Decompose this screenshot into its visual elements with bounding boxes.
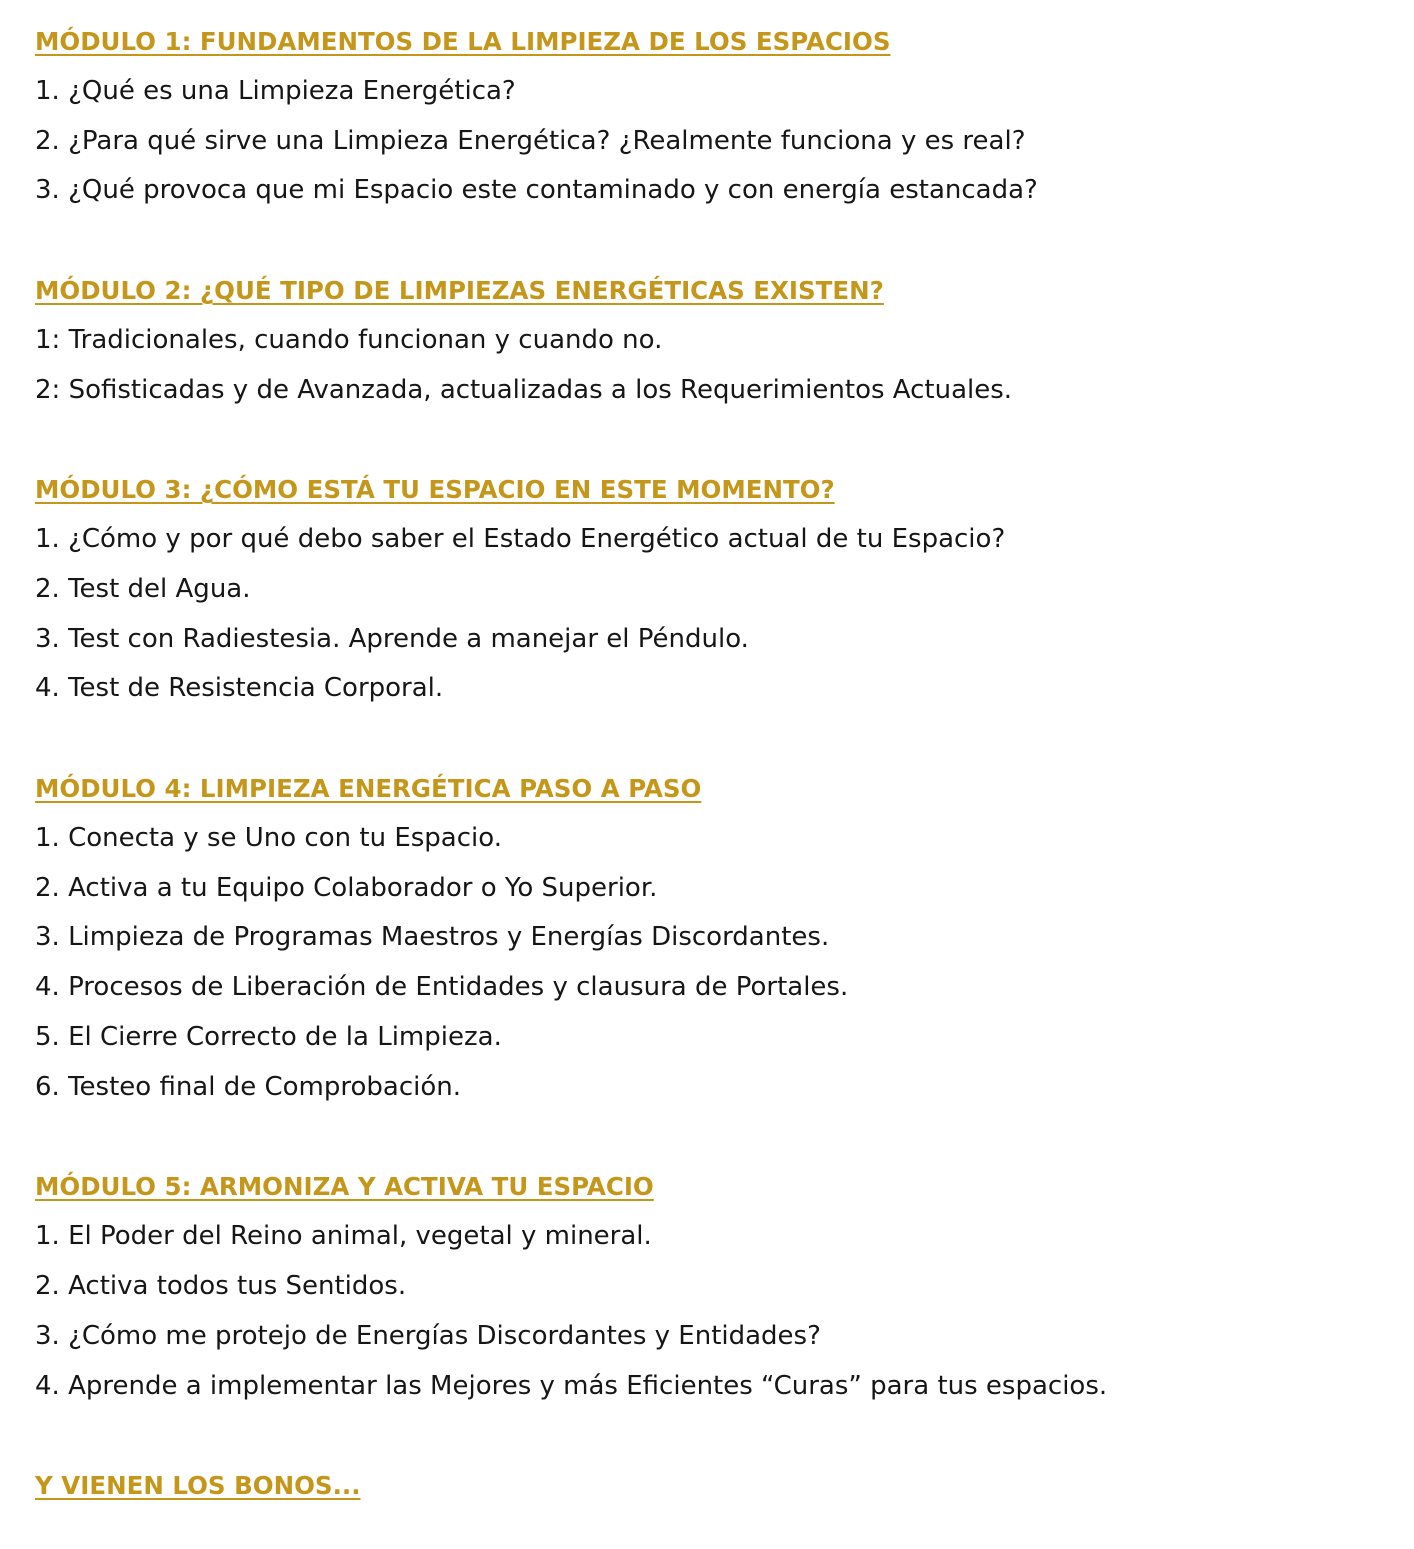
section-gap [35, 415, 1414, 465]
module-item: 4. Aprende a implementar las Mejores y m… [35, 1370, 1108, 1401]
section-gap [35, 1411, 1414, 1461]
module-heading: MÓDULO 4: LIMPIEZA ENERGÉTICA PASO A PAS… [35, 773, 702, 803]
module-item: 3. ¿Cómo me protejo de Energías Discorda… [35, 1320, 821, 1351]
module-item: 1: Tradicionales, cuando funcionan y cua… [35, 324, 663, 355]
module-heading: MÓDULO 5: ARMONIZA Y ACTIVA TU ESPACIO [35, 1172, 654, 1202]
module-item: 2. Activa todos tus Sentidos. [35, 1270, 407, 1301]
module-item: 1. ¿Cómo y por qué debo saber el Estado … [35, 523, 1006, 554]
module-item: 2. Activa a tu Equipo Colaborador o Yo S… [35, 872, 658, 903]
module-item: 1. El Poder del Reino animal, vegetal y … [35, 1221, 652, 1252]
module-heading: MÓDULO 3: ¿CÓMO ESTÁ TU ESPACIO EN ESTE … [35, 475, 835, 505]
module-item: 5. El Cierre Correcto de la Limpieza. [35, 1021, 502, 1052]
module-item: 4. Test de Resistencia Corporal. [35, 673, 444, 704]
module-item: 3. ¿Qué provoca que mi Espacio este cont… [35, 175, 1038, 206]
module-item: 6. Testeo final de Comprobación. [35, 1071, 462, 1102]
module-item: 2. Test del Agua. [35, 573, 251, 604]
module-item: 3. Limpieza de Programas Maestros y Ener… [35, 922, 830, 953]
module-heading: MÓDULO 1: FUNDAMENTOS DE LA LIMPIEZA DE … [35, 27, 891, 56]
section-gap [35, 216, 1414, 266]
module-heading: MÓDULO 2: ¿QUÉ TIPO DE LIMPIEZAS ENERGÉT… [35, 275, 884, 305]
module-item: 1. ¿Qué es una Limpieza Energética? [35, 75, 516, 106]
course-syllabus: MÓDULO 1: FUNDAMENTOS DE LA LIMPIEZA DE … [35, 27, 1414, 1501]
module-item: 3. Test con Radiestesia. Aprende a manej… [35, 623, 749, 654]
module-item: 1. Conecta y se Uno con tu Espacio. [35, 822, 502, 853]
module-item: 2. ¿Para qué sirve una Limpieza Energéti… [35, 125, 1026, 156]
section-gap [35, 1113, 1414, 1163]
bonus-heading: Y VIENEN LOS BONOS... [35, 1471, 361, 1501]
module-item: 2: Sofisticadas y de Avanzada, actualiza… [35, 374, 1013, 405]
module-item: 4. Procesos de Liberación de Entidades y… [35, 972, 849, 1003]
section-gap [35, 714, 1414, 764]
